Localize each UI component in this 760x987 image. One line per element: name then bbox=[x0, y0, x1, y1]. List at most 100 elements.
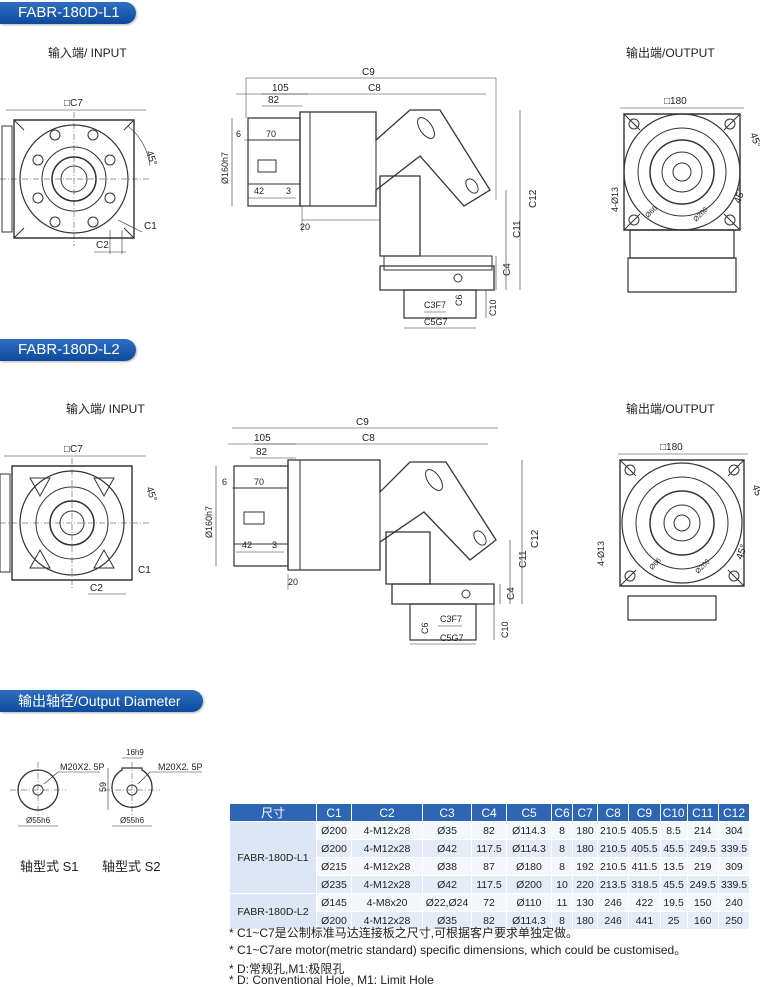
l2-side-c11: C11 bbox=[518, 550, 529, 568]
table-cell: 10 bbox=[551, 875, 573, 894]
s2-dia: Ø55h6 bbox=[120, 816, 145, 825]
header-cell: C8 bbox=[596, 803, 630, 822]
header-cell: C12 bbox=[717, 803, 751, 822]
l1-input-view: □C7 45° C1 C2 bbox=[0, 98, 159, 254]
table-cell: 8 bbox=[551, 821, 573, 840]
l1-side-c9: C9 bbox=[362, 67, 375, 78]
table-cell: 339.5 bbox=[717, 839, 751, 858]
l2-input-c1: C1 bbox=[138, 565, 151, 576]
l1-side-82: 82 bbox=[268, 95, 280, 106]
l2-side-view: C9 C8 105 82 Ø160h7 6 70 42 3 20 C12 C11… bbox=[204, 417, 541, 645]
l2-side-c5: C5G7 bbox=[440, 633, 464, 643]
l2-side-82: 82 bbox=[256, 447, 268, 458]
table-cell: 72 bbox=[471, 893, 507, 912]
table-cell: Ø200 bbox=[316, 839, 352, 858]
table-cell: 4-M12x28 bbox=[351, 857, 423, 876]
l1-side-phi160: Ø160h7 bbox=[220, 152, 230, 184]
table-cell: 405.5 bbox=[628, 839, 661, 858]
l1-side-c3: C3F7 bbox=[424, 300, 446, 310]
table-cell: 249.5 bbox=[686, 839, 719, 858]
table-cell: 304 bbox=[717, 821, 751, 840]
model-cell: FABR-180D-L2 bbox=[229, 893, 317, 930]
l2-input-c2: C2 bbox=[90, 583, 103, 594]
table-cell: 11 bbox=[551, 893, 573, 912]
l1-output-view: □180 45° 45° 4-Ø13 Ø200 Ø66 bbox=[610, 96, 760, 293]
header-cell: 尺寸 bbox=[229, 803, 317, 822]
header-cell: C4 bbox=[471, 803, 507, 822]
l1-input-c2: C2 bbox=[96, 240, 109, 251]
l2-input-angle: 45° bbox=[143, 485, 159, 503]
s1-thread: M20X2. 5P bbox=[60, 762, 105, 772]
l1-input-label: 输入端/ INPUT bbox=[48, 46, 127, 60]
l2-output-bcd: Ø200 bbox=[694, 558, 711, 575]
l1-side-6: 6 bbox=[236, 129, 241, 139]
table-cell: 240 bbox=[717, 893, 751, 912]
note-cn-dimensions: * C1~C7是公制标准马达连接板之尺寸,可根据客户要求单独定做。 bbox=[229, 926, 579, 940]
l1-input-c1: C1 bbox=[144, 221, 157, 232]
table-cell: 150 bbox=[686, 893, 719, 912]
table-cell: 130 bbox=[572, 893, 598, 912]
note-en-holes: * D: Conventional Hole, M1: Limit Hole bbox=[229, 973, 434, 987]
l1-side-c6: C6 bbox=[454, 294, 464, 306]
table-cell: 117.5 bbox=[471, 839, 507, 858]
l2-side-c6: C6 bbox=[420, 622, 430, 634]
l2-side-105: 105 bbox=[254, 433, 271, 444]
table-cell: 8 bbox=[551, 857, 573, 876]
table-cell: Ø200 bbox=[316, 821, 352, 840]
header-cell: C6 bbox=[551, 803, 573, 822]
table-cell: 405.5 bbox=[628, 821, 661, 840]
table-cell: 309 bbox=[717, 857, 751, 876]
table-cell: Ø114.3 bbox=[506, 911, 552, 930]
table-cell: Ø42 bbox=[422, 875, 472, 894]
table-cell: 8 bbox=[551, 911, 573, 930]
l2-side-c8: C8 bbox=[362, 433, 375, 444]
header-cell: C2 bbox=[351, 803, 423, 822]
table-cell: Ø235 bbox=[316, 875, 352, 894]
table-row: FABR-180D-L1 Ø200 4-M12x28 Ø35 82 Ø114.3… bbox=[229, 821, 751, 894]
table-cell: 210.5 bbox=[596, 857, 630, 876]
note-cn-holes: * D:常规孔,M1:极限孔 bbox=[229, 962, 345, 976]
l2-side-c9: C9 bbox=[356, 417, 369, 428]
l1-side-c4: C4 bbox=[502, 263, 513, 276]
table-cell: 219 bbox=[686, 857, 719, 876]
l1-side-view: C9 C8 105 82 Ø160h7 6 70 42 3 20 C12 bbox=[220, 67, 539, 329]
table-cell: 13.5 bbox=[659, 857, 688, 876]
section-title-output-diameter: 输出轴径/Output Diameter bbox=[0, 690, 203, 712]
l2-input-label: 输入端/ INPUT bbox=[66, 402, 145, 416]
header-cell: C3 bbox=[422, 803, 472, 822]
l1-output-ref: Ø66 bbox=[644, 205, 658, 219]
table-cell: 25 bbox=[659, 911, 688, 930]
l1-side-c12: C12 bbox=[528, 189, 539, 208]
table-cell: Ø180 bbox=[506, 857, 552, 876]
table-cell: 8.5 bbox=[659, 821, 688, 840]
table-cell: 8 bbox=[551, 839, 573, 858]
note-en-dimensions: * C1~C7are motor(metric standard) specif… bbox=[229, 943, 687, 957]
table-cell: 4-M12x28 bbox=[351, 911, 423, 930]
l1-side-3: 3 bbox=[286, 186, 291, 196]
l1-side-42: 42 bbox=[254, 186, 264, 196]
model-cell: FABR-180D-L1 bbox=[229, 821, 317, 894]
l1-side-c10: C10 bbox=[488, 299, 498, 316]
l1-output-holes: 4-Ø13 bbox=[610, 187, 620, 212]
l1-side-c11: C11 bbox=[512, 220, 523, 238]
l1-side-105: 105 bbox=[272, 83, 289, 94]
l1-output-angle-2: 45° bbox=[732, 187, 748, 205]
l2-side-6: 6 bbox=[222, 477, 227, 487]
table-cell: Ø200 bbox=[506, 875, 552, 894]
header-cell: C9 bbox=[628, 803, 661, 822]
l1-output-label: 输出端/OUTPUT bbox=[626, 46, 715, 60]
l2-side-c4: C4 bbox=[506, 587, 517, 600]
section-title-l2: FABR-180D-L2 bbox=[0, 339, 136, 361]
l1-side-70: 70 bbox=[266, 129, 276, 139]
table-row: Ø215 4-M12x28 Ø38 87 Ø180 8 192 210.5 41… bbox=[230, 857, 751, 876]
table-row: Ø200 4-M12x28 Ø42 117.5 Ø114.3 8 180 210… bbox=[230, 839, 751, 858]
spec-table: 尺寸 C1 C2 C3 C4 C5 C6 C7 C8 C9 C10 C11 C1… bbox=[229, 803, 751, 930]
shaft-s1: M20X2. 5P Ø55h6 bbox=[10, 762, 105, 827]
table-cell: 210.5 bbox=[596, 821, 630, 840]
l1-output-180: □180 bbox=[664, 96, 687, 107]
shaft-s1-label: 轴型式 S1 bbox=[20, 859, 79, 874]
l2-output-view: □180 45° 45° 4-Ø13 Ø200 Ø66 bbox=[596, 442, 760, 621]
l1-output-angle: 45° bbox=[747, 131, 760, 149]
header-cell: C10 bbox=[659, 803, 688, 822]
